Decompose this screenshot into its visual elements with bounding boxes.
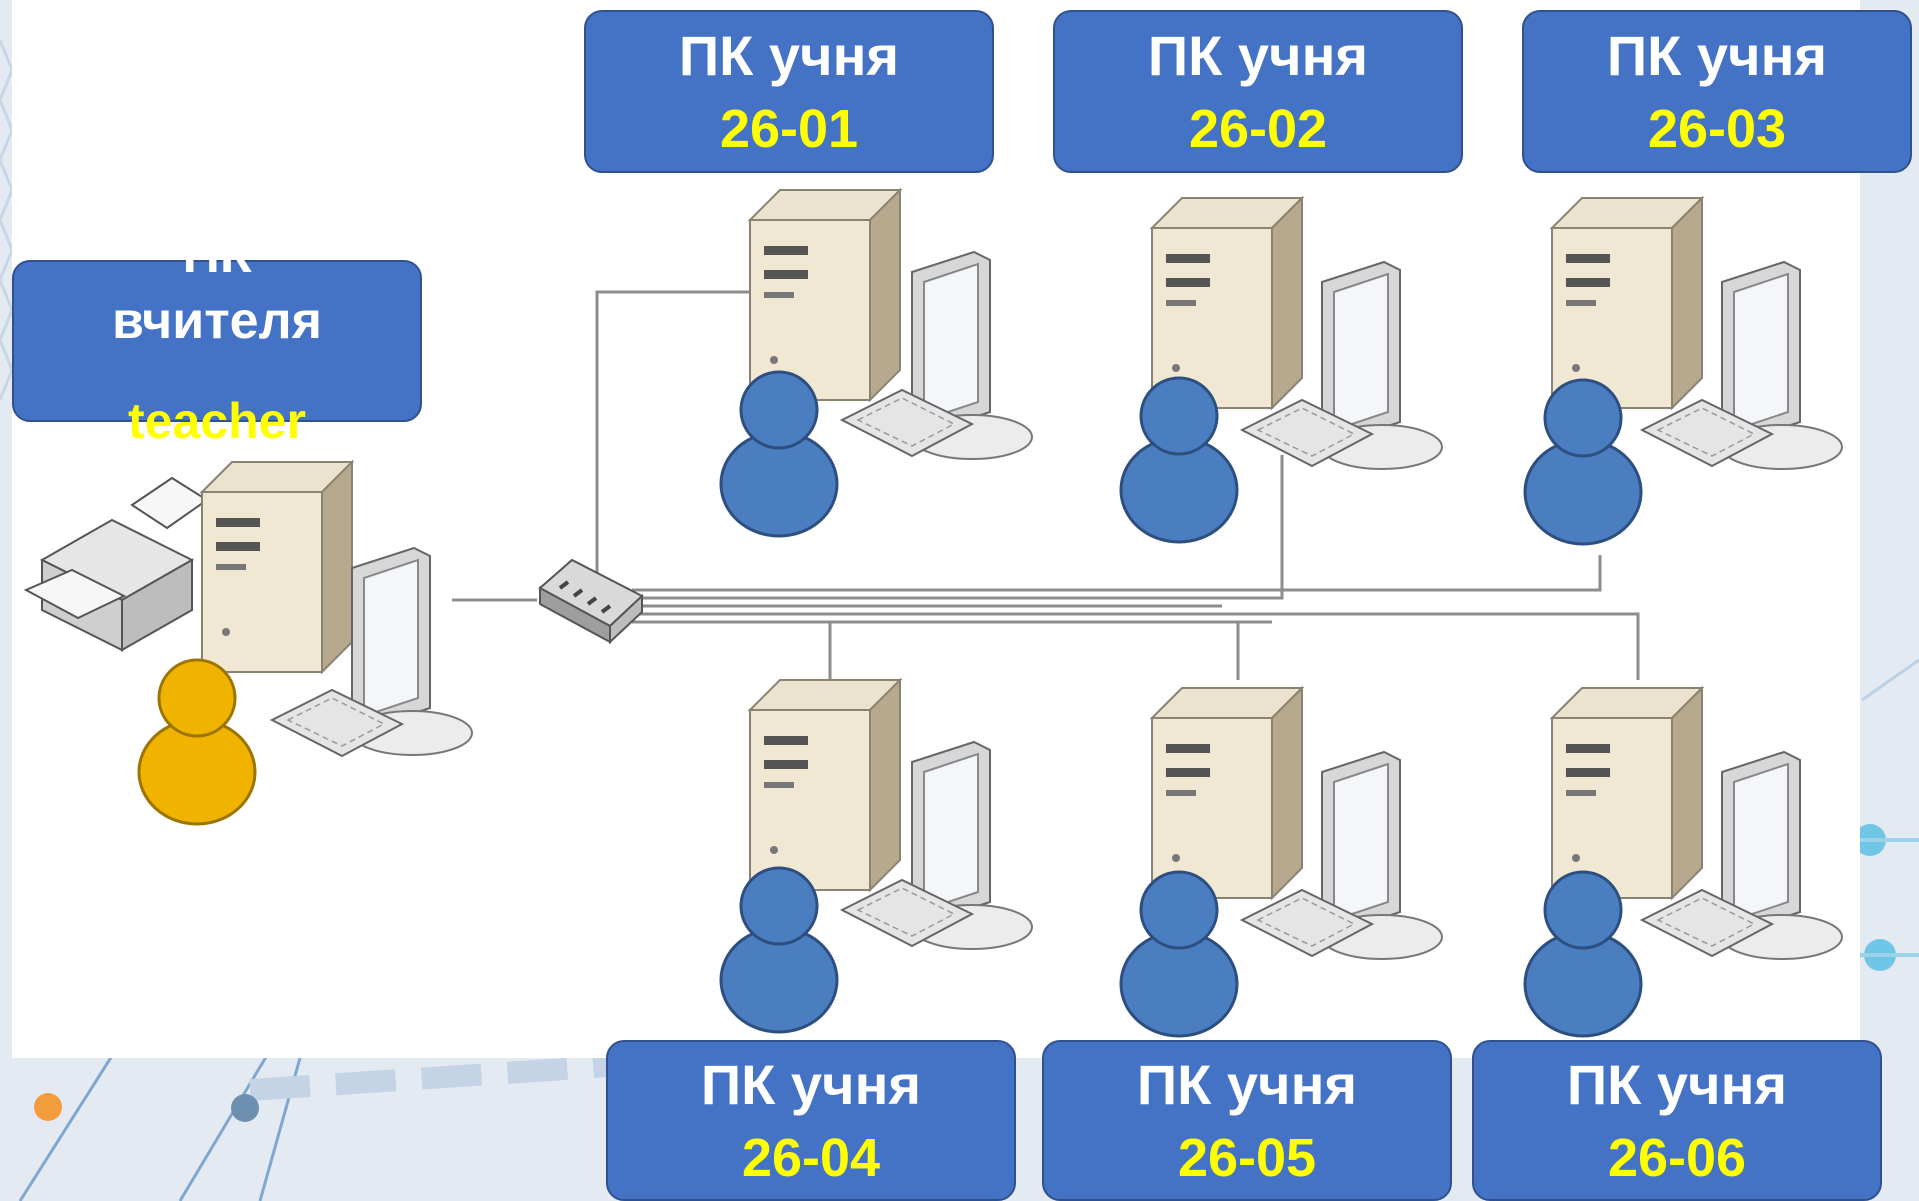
student-label-code: 26-05 <box>1177 1127 1317 1188</box>
student-label-code: 26-01 <box>719 98 859 159</box>
teacher-label-code: teacher <box>128 393 306 449</box>
diagram-canvas <box>12 0 1860 1058</box>
student-label-code: 26-06 <box>1607 1127 1747 1188</box>
student-label-title: ПК учня <box>700 1052 922 1116</box>
decor-dot-orange <box>34 1093 62 1121</box>
student-label-code: 26-04 <box>741 1127 881 1188</box>
student-pc-label-3: ПК учня 26-03 <box>1522 10 1912 173</box>
student-label-title: ПК учня <box>678 23 900 87</box>
student-workstation-5 <box>1119 687 1443 1038</box>
student-label-title: ПК учня <box>1136 1052 1358 1116</box>
teacher-workstation <box>23 461 473 826</box>
student-pc-label-1: ПК учня 26-01 <box>584 10 994 173</box>
teacher-label-line1: ПК <box>182 226 252 284</box>
student-pc-label-4: ПК учня 26-04 <box>606 1040 1016 1201</box>
student-workstation-3 <box>1523 197 1843 546</box>
teacher-pc-label: ПК вчителя <box>12 226 422 422</box>
teacher-user-icon <box>137 658 257 826</box>
student-label-title: ПК учня <box>1606 23 1828 87</box>
student-workstation-1 <box>719 189 1033 538</box>
student-label-code: 26-02 <box>1188 98 1328 159</box>
student-pc-label-2: ПК учня 26-02 <box>1053 10 1463 173</box>
network-switch <box>538 558 644 645</box>
network-cables <box>452 290 1640 680</box>
student-workstation-6 <box>1523 687 1843 1038</box>
student-workstation-4 <box>719 679 1033 1034</box>
student-pc-label-6: ПК учня 26-06 <box>1472 1040 1882 1201</box>
printer <box>23 476 209 652</box>
student-pc-label-5: ПК учня 26-05 <box>1042 1040 1452 1201</box>
student-user-icon <box>719 866 839 1034</box>
teacher-label-line2: вчителя <box>112 292 322 350</box>
student-label-code: 26-03 <box>1647 98 1787 159</box>
student-label-title: ПК учня <box>1147 23 1369 87</box>
student-label-title: ПК учня <box>1566 1052 1788 1116</box>
network-diagram <box>23 189 1843 1038</box>
decor-dot-grey <box>231 1094 259 1122</box>
